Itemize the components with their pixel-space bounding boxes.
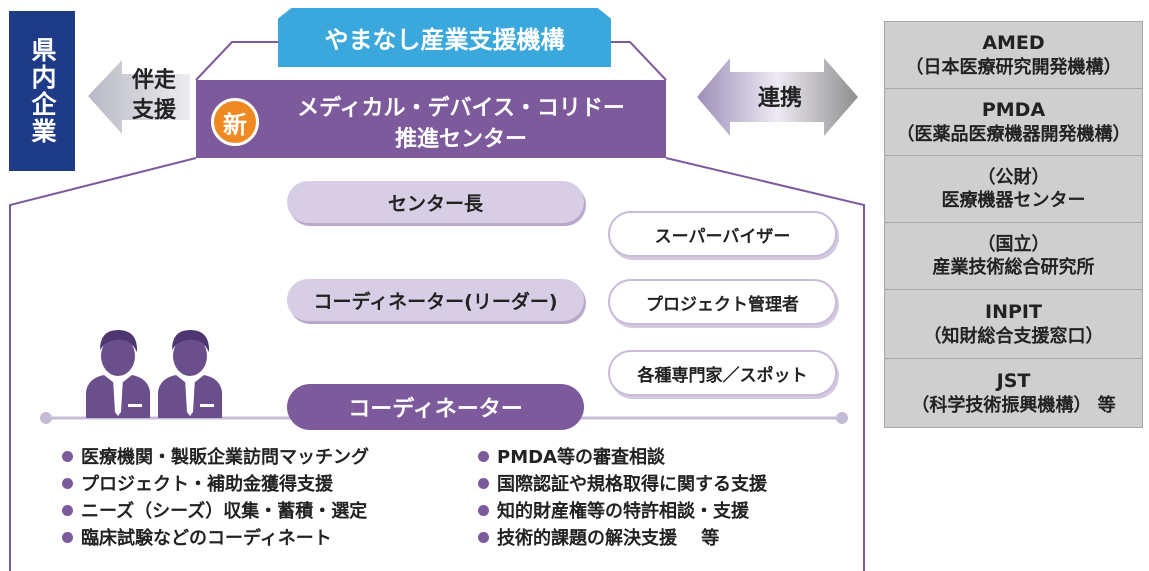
right-arrow-shape (697, 58, 858, 136)
supervisor-pill: スーパーバイザー (608, 211, 837, 257)
divider-end-right (836, 412, 848, 424)
bullet-icon (478, 531, 489, 543)
service-left-text: 臨床試験などのコーディネート (81, 528, 332, 549)
roof-outline-right (611, 41, 667, 81)
partner-detail: 医療機器センター (941, 190, 1086, 211)
partner-detail: 産業技術総合研究所 (932, 257, 1095, 278)
support-arrow-label: 伴走 支援 (122, 66, 186, 125)
service-right-item: PMDA等の審査相談 (478, 443, 665, 469)
bullet-icon (62, 477, 73, 489)
partner-name: （国立） (977, 233, 1050, 255)
project-manager-pill: プロジェクト管理者 (608, 279, 837, 325)
center-name-line1: メディカル・デバイス・コリドー (297, 96, 625, 121)
partner-detail: （知財総合支援窓口） (923, 325, 1104, 347)
center-header: 新 メディカル・デバイス・コリドー 推進センター (196, 80, 666, 158)
prefecture-companies-label: 県内企業 (9, 11, 75, 171)
frame-left (9, 157, 197, 571)
service-right-item: 技術的課題の解決支援 等 (478, 524, 719, 550)
service-left-item: ニーズ（シーズ）収集・蓄積・選定 (62, 497, 367, 523)
partner-medical-device-center: （公財） 医療機器センター (884, 155, 1143, 223)
partner-name: AMED (982, 32, 1045, 55)
new-badge: 新 (211, 98, 259, 146)
director-pill: センター長 (287, 181, 584, 223)
bullet-icon (62, 504, 73, 516)
bullet-icon (478, 477, 489, 489)
bullet-icon (478, 504, 489, 516)
roof-outline (195, 41, 278, 81)
person-icon-right (158, 330, 222, 418)
partner-name: （公財） (977, 166, 1050, 188)
service-left-item: 医療機関・製販企業訪問マッチング (62, 443, 369, 469)
service-left-text: ニーズ（シーズ）収集・蓄積・選定 (81, 501, 368, 522)
divider-end-left (40, 412, 52, 424)
coordinator-pill: コーディネーター (287, 384, 584, 430)
service-left-text: 医療機関・製販企業訪問マッチング (81, 447, 369, 468)
service-left-item: 臨床試験などのコーディネート (62, 524, 332, 550)
bullet-icon (62, 450, 73, 462)
support-arrow-line2: 支援 (131, 97, 176, 123)
service-left-item: プロジェクト・補助金獲得支援 (62, 470, 333, 496)
service-right-text: 国際認証や規格取得に関する支援 (497, 474, 767, 495)
service-right-item: 国際認証や規格取得に関する支援 (478, 470, 767, 496)
partner-inpit: INPIT （知財総合支援窓口） (884, 289, 1143, 359)
partner-detail: （日本医療研究開発機構） (905, 56, 1122, 78)
service-right-text: 技術的課題の解決支援 等 (497, 528, 720, 549)
bullet-icon (62, 531, 73, 543)
left-arrow-shape (88, 60, 190, 134)
partner-detail: （科学技術振興機構） 等 (911, 394, 1116, 416)
person-icon-left (86, 330, 150, 418)
partner-jst: JST （科学技術振興機構） 等 (884, 358, 1143, 428)
partner-detail: （医薬品医療機器開発機構） (896, 123, 1131, 145)
bullet-icon (478, 450, 489, 462)
service-left-text: プロジェクト・補助金獲得支援 (81, 474, 333, 495)
partner-name: INPIT (985, 301, 1042, 324)
service-right-text: 知的財産権等の特許相談・支援 (497, 501, 749, 522)
partnership-arrow-label: 連携 (757, 86, 802, 111)
partner-name: JST (996, 370, 1031, 393)
partner-amed: AMED （日本医療研究開発機構） (884, 21, 1143, 89)
service-right-item: 知的財産権等の特許相談・支援 (478, 497, 749, 523)
center-name-line2: 推進センター (394, 127, 527, 152)
service-right-text: PMDA等の審査相談 (497, 447, 665, 468)
partner-name: PMDA (981, 99, 1046, 122)
support-arrow-line1: 伴走 (131, 68, 176, 93)
frame-right (665, 157, 865, 571)
partner-aist: （国立） 産業技術総合研究所 (884, 222, 1143, 290)
partner-pmda: PMDA （医薬品医療機器開発機構） (884, 88, 1143, 156)
lead-coordinator-pill: コーディネーター(リーダー) (287, 279, 584, 321)
specialists-pill: 各種専門家／スポット (608, 350, 837, 396)
partner-list: AMED （日本医療研究開発機構） PMDA （医薬品医療機器開発機構） （公財… (884, 21, 1143, 428)
organization-name: やまなし産業支援機構 (278, 8, 611, 67)
